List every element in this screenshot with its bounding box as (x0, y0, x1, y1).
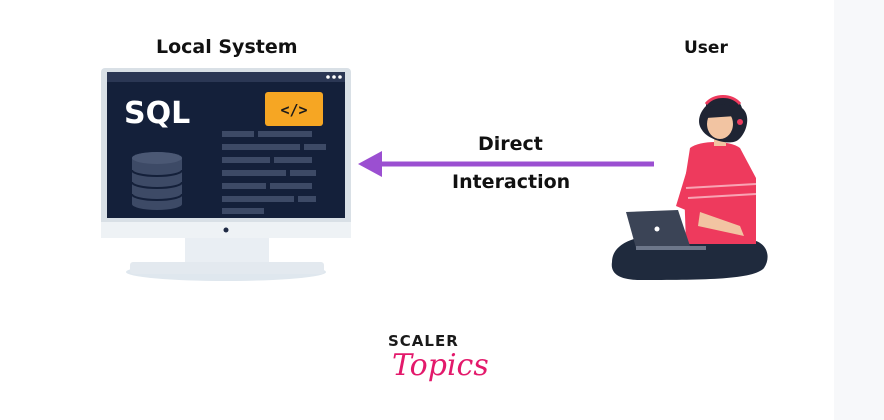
scaler-topics-logo: SCALER Topics (386, 332, 489, 392)
arrow-label-line2: Interaction (452, 171, 571, 193)
user-fringe (706, 104, 736, 118)
direct-interaction-arrow (358, 151, 654, 177)
monitor-base (130, 262, 324, 274)
user-illustration (611, 95, 768, 280)
arrow-head (358, 151, 382, 177)
shirt-stripe-1 (685, 183, 757, 189)
laptop-logo (654, 226, 660, 232)
shirt-stripe-2 (687, 193, 757, 199)
logo-brand-top: SCALER (388, 332, 459, 350)
power-dot (223, 227, 229, 233)
code-lines (222, 131, 326, 214)
window-dot-2 (332, 75, 336, 79)
user-earring (737, 119, 743, 125)
user-hand (698, 212, 744, 236)
window-bar (107, 72, 345, 82)
window-dot-1 (326, 75, 330, 79)
monitor-neck (185, 236, 269, 266)
user-headband (704, 95, 742, 106)
laptop-base (636, 246, 706, 250)
arrow-label-line1: Direct (478, 133, 543, 155)
monitor-illustration: SQL </> (101, 68, 351, 281)
sql-label: SQL (124, 96, 190, 131)
database-icon (131, 152, 183, 210)
logo-brand-bottom: Topics (392, 348, 489, 383)
window-dot-3 (338, 75, 342, 79)
user-title: User (684, 38, 728, 58)
right-edge-shade (834, 0, 884, 420)
code-badge (265, 92, 323, 126)
code-icon: </> (280, 101, 307, 119)
local-system-title: Local System (156, 36, 298, 58)
